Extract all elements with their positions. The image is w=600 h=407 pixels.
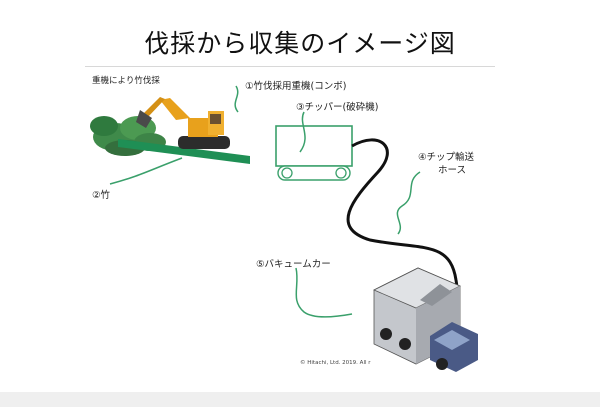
vacuum-truck-illustration <box>373 267 478 372</box>
chip-hose-label-line2: ホース <box>438 165 467 176</box>
slide-canvas <box>0 0 600 392</box>
bottom-band <box>0 392 600 407</box>
chipper-label: ③チッパー(破砕機) <box>296 102 379 113</box>
bamboo-label: ②竹 <box>92 190 111 201</box>
chipper-illustration <box>275 125 353 181</box>
harvester-label: ①竹伐採用重機(コンボ) <box>245 81 347 92</box>
diagram-artwork <box>90 85 478 372</box>
leader-line-harvester <box>234 85 239 113</box>
leader-line-bamboo <box>109 157 183 185</box>
bamboo-stalk <box>118 139 250 164</box>
title-divider <box>85 66 495 67</box>
vacuum-car-label: ⑤バキュームカー <box>256 259 331 270</box>
diagram-title: 伐採から収集のイメージ図 <box>144 29 456 58</box>
excavator-illustration <box>136 97 230 149</box>
leader-line-vacuum-car <box>295 267 353 318</box>
leader-line-hose <box>396 171 421 235</box>
chip-hose-label-line1: ④チップ輸送 <box>418 152 475 163</box>
copyright-text: © Hitachi, Ltd. 2019. All r <box>300 360 371 366</box>
leader-line-chipper <box>299 111 306 153</box>
heavy-machine-logging-label: 重機により竹伐採 <box>92 76 160 86</box>
